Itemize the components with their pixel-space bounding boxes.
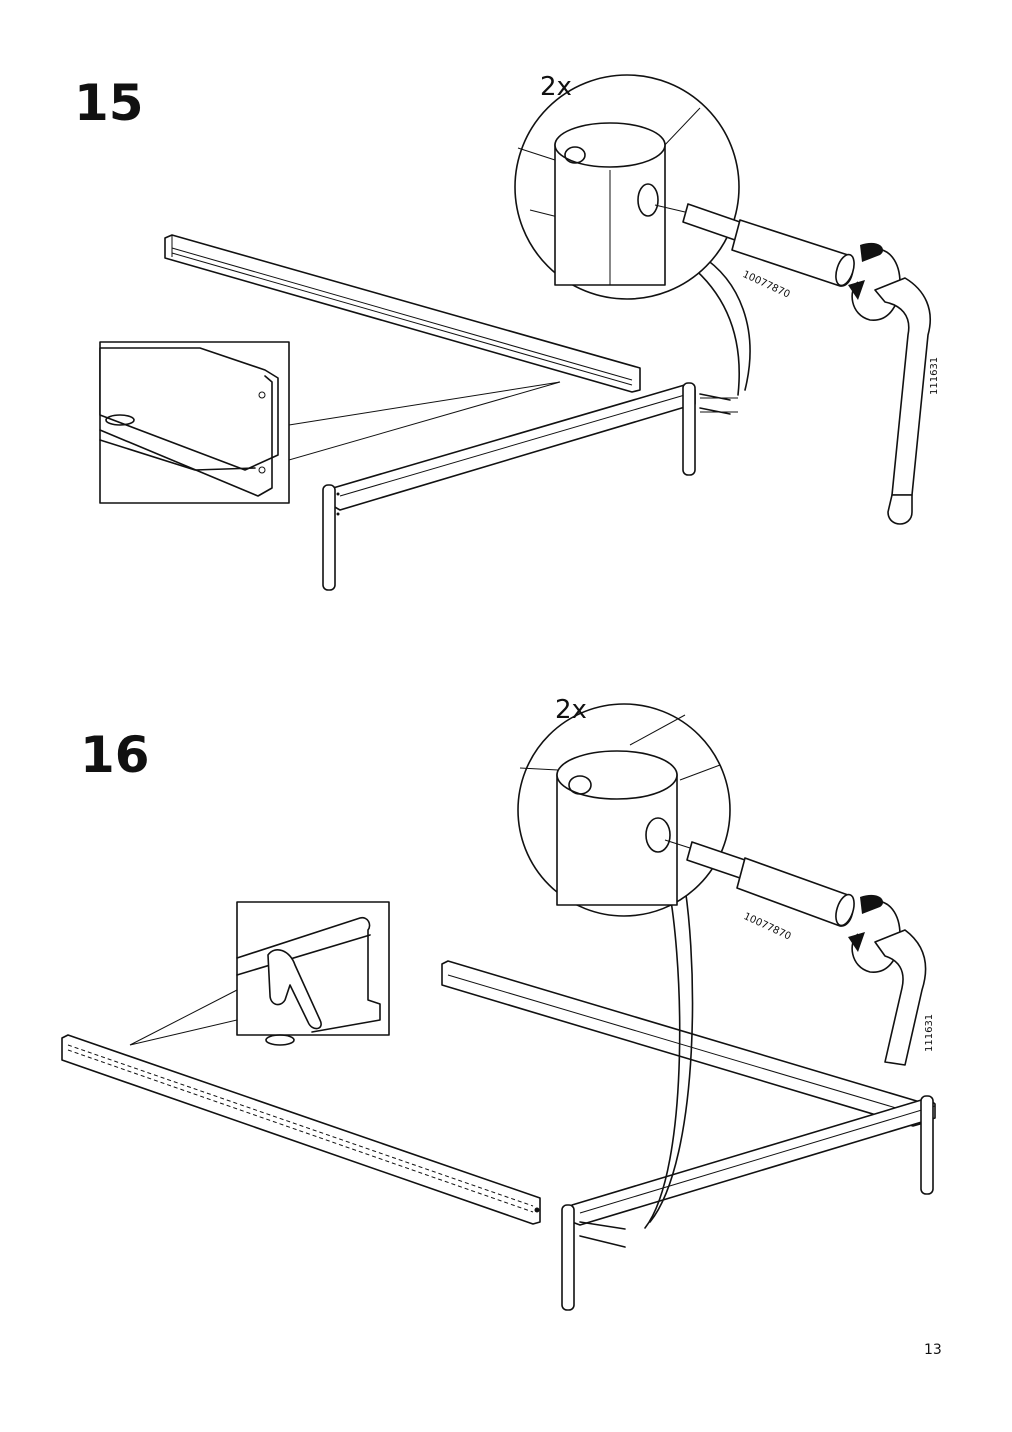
magnified-detail-circle: [514, 74, 855, 396]
step-16-quantity: 2x: [555, 695, 587, 725]
hand-detail-inset: [129, 901, 390, 1046]
rotate-arrow-icon: [848, 894, 901, 973]
bolt-icon: [664, 839, 855, 927]
step-16-number: 16: [80, 726, 150, 784]
step-15-quantity: 2x: [540, 72, 572, 102]
allen-key-icon: [874, 277, 932, 525]
back-rail: [441, 960, 921, 1127]
side-rail: [164, 234, 641, 393]
allen-key-icon: [874, 929, 927, 1066]
rotate-arrow-icon: [848, 242, 901, 321]
step-16-diagram: [61, 703, 936, 1311]
end-frame: [561, 1095, 936, 1311]
step-15-number: 15: [74, 74, 144, 132]
keyhole-detail-inset: [99, 341, 561, 504]
bolt-icon: [654, 203, 855, 287]
pins: [579, 1221, 626, 1248]
page-number: 13: [924, 1342, 942, 1358]
pins: [699, 393, 738, 415]
magnified-detail-circle: [517, 703, 855, 1229]
hand-pointing-icon: [267, 949, 322, 1030]
step-15-key-part-number: 111631: [929, 356, 940, 395]
front-rail: [61, 1034, 541, 1225]
end-frame: [322, 382, 696, 591]
step-15-diagram: [99, 74, 932, 591]
step-16-key-part-number: 111631: [924, 1013, 935, 1052]
